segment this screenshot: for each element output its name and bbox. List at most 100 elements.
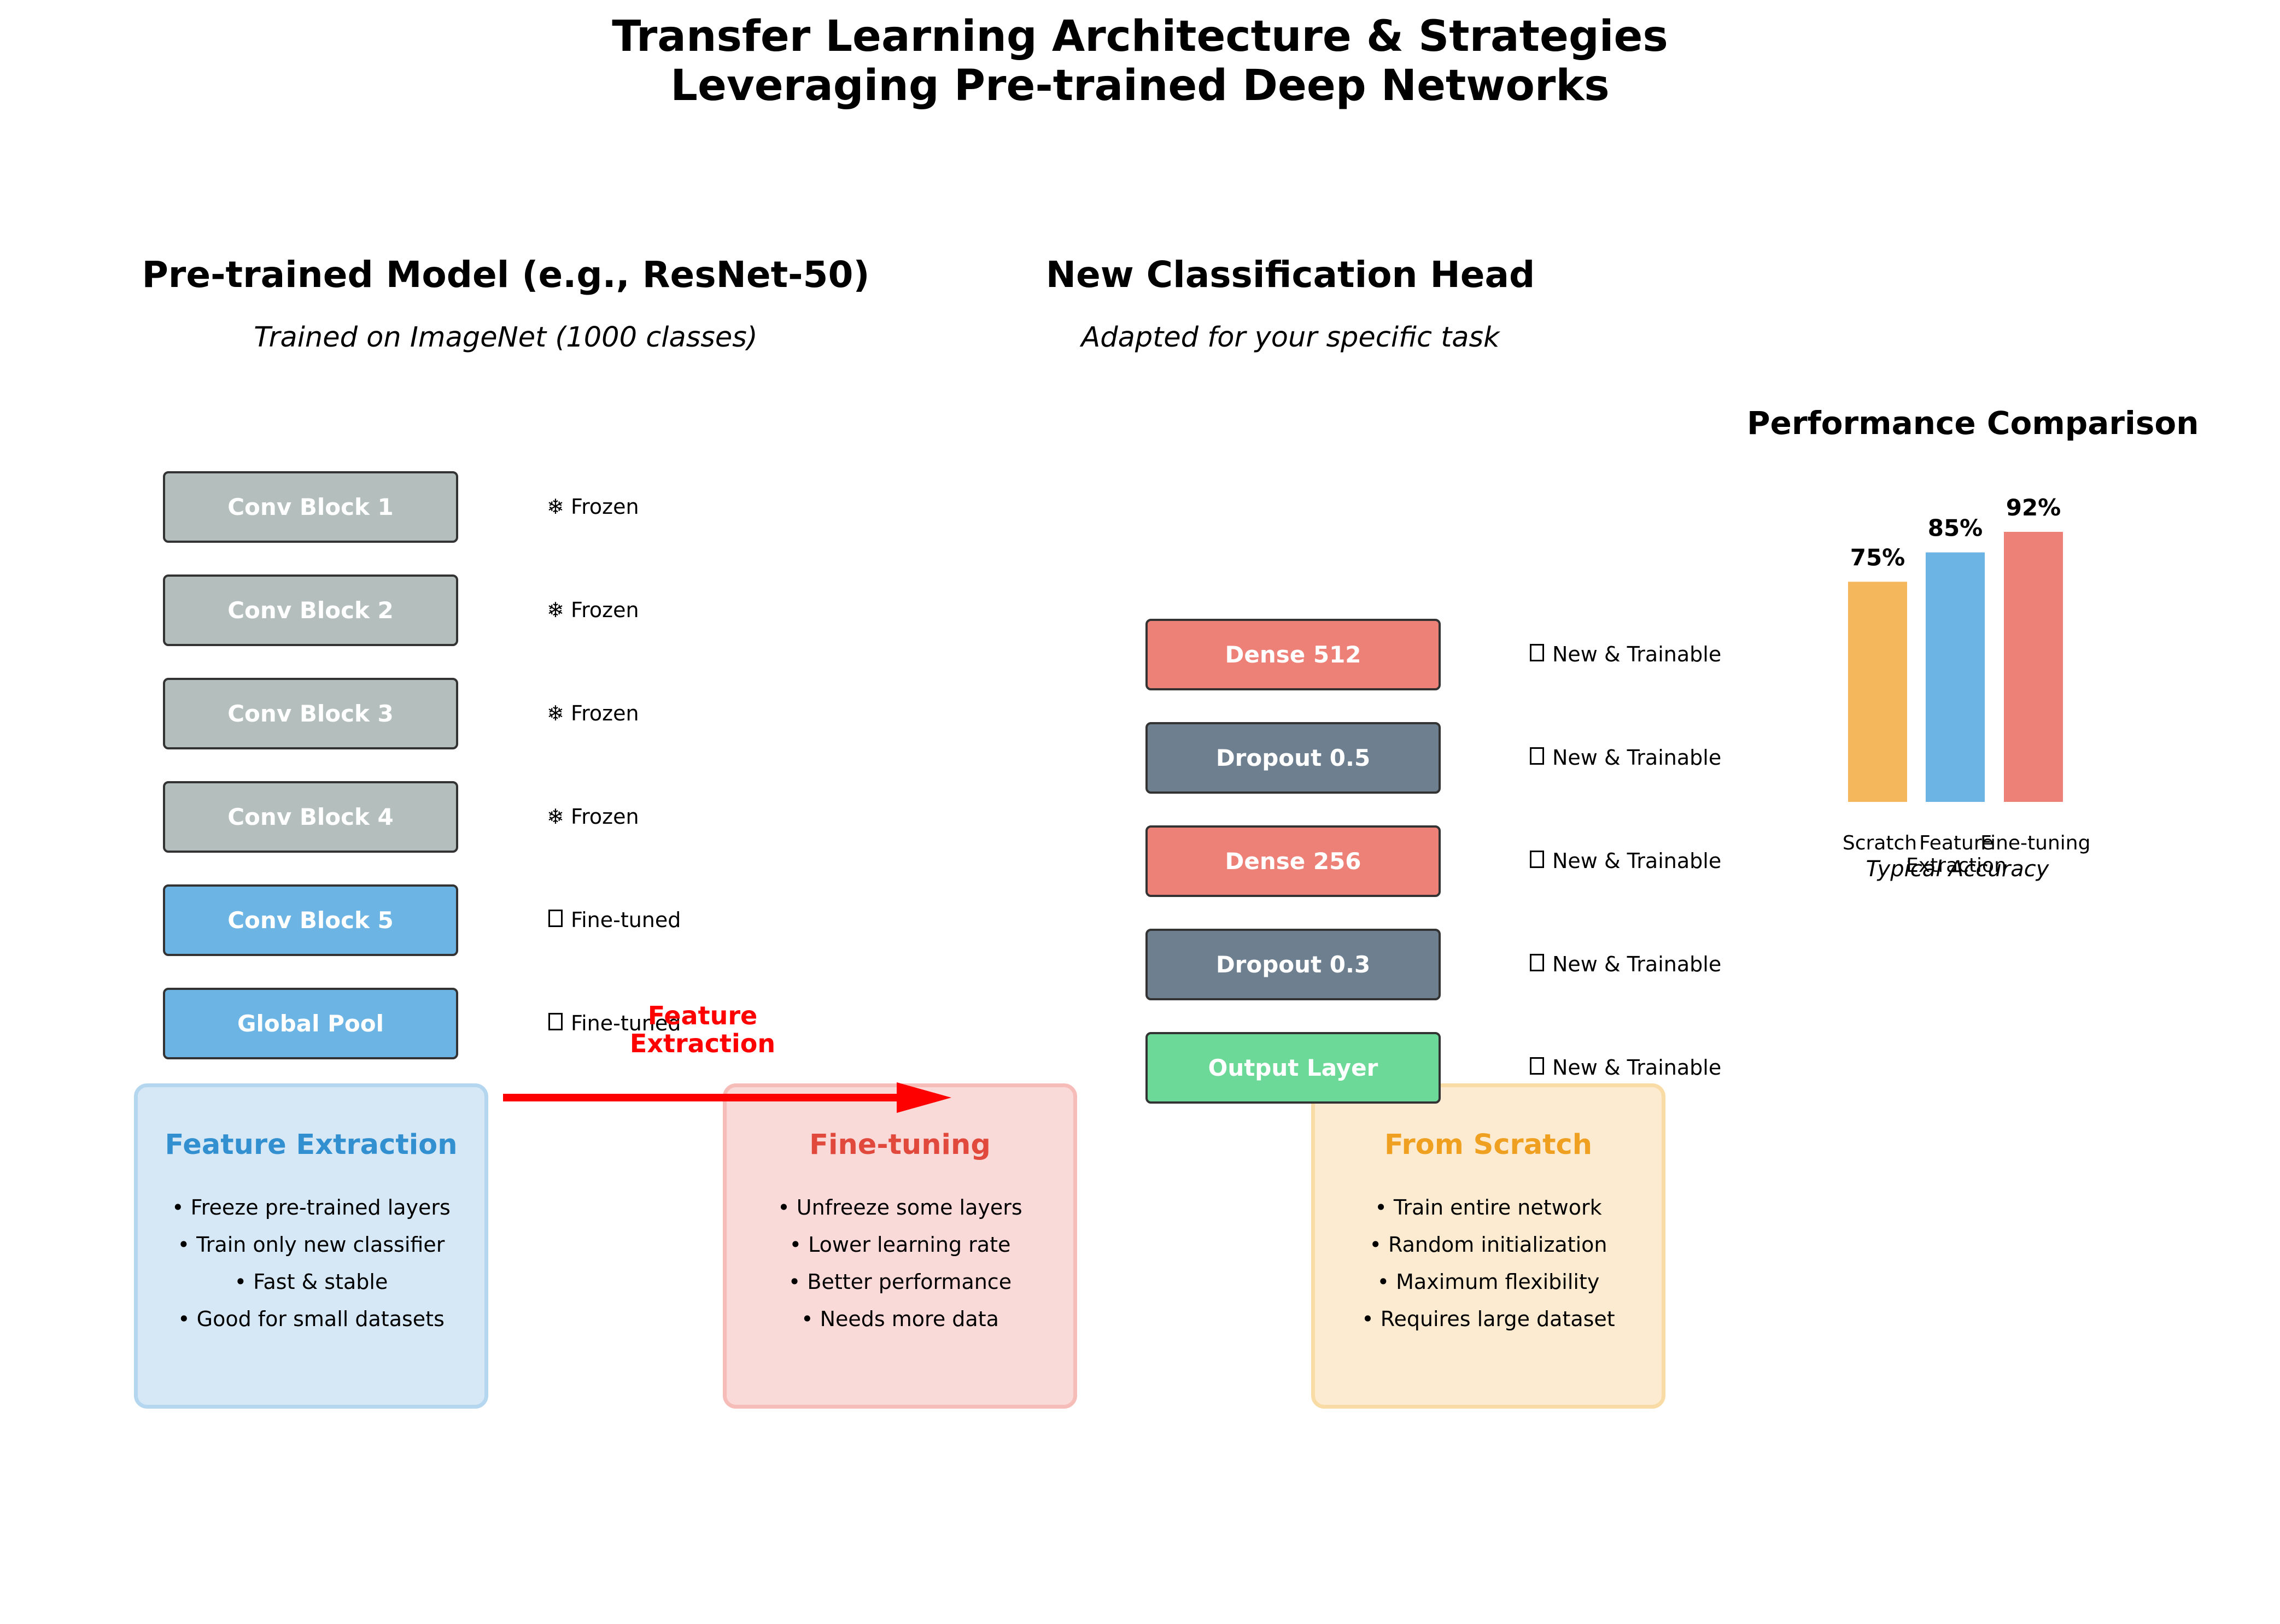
bullet-item: Fast & stable [138,1263,484,1300]
arrow-label-line-1: Feature [647,1001,758,1030]
arrow-label-line-2: Extraction [629,1028,776,1058]
layer-label: Dense 256 [1225,848,1361,875]
bullet-item: Unfreeze some layers [727,1189,1073,1226]
strategy-title: Feature Extraction [165,1129,458,1161]
layer-global-pool: Global Pool [163,988,458,1059]
strategy-from-scratch: From Scratch Train entire network Random… [1311,1083,1665,1409]
layer-label: Dropout 0.3 [1215,951,1371,978]
strategy-feature-extraction: Feature Extraction Freeze pre-trained la… [134,1083,488,1409]
category-label-line: Extraction [1906,854,2007,877]
layer-status-fine-tuned: Fine-tuned [546,1013,681,1034]
layer-status-fine-tuned: Fine-tuned [546,910,681,930]
layer-status-frozen: ❄ Frozen [546,496,639,517]
head-subtitle: Adapted for your specific task [1081,321,1500,354]
status-label: Frozen [571,701,639,725]
strategy-bullets: Train entire network Random initializati… [1315,1189,1662,1338]
strategy-title: Fine-tuning [809,1129,991,1161]
bullet-item: Requires large dataset [1315,1300,1662,1338]
layer-label: Conv Block 2 [227,597,394,624]
layer-dropout-05: Dropout 0.5 [1145,722,1441,794]
bullet-item: Needs more data [727,1300,1073,1338]
layer-status-new: New & Trainable [1527,1057,1721,1078]
layer-conv-block-2: Conv Block 2 [163,574,458,646]
layer-status-new: New & Trainable [1527,851,1721,871]
status-label: New & Trainable [1552,642,1722,666]
pretrained-title: Pre-trained Model (e.g., ResNet-50) [142,254,870,296]
layer-status-new: New & Trainable [1527,954,1721,975]
title-line-2: Leveraging Pre-trained Deep Networks [670,61,1610,110]
pretrained-subtitle: Trained on ImageNet (1000 classes) [254,321,758,354]
layer-label: Conv Block 5 [227,907,394,934]
category-label-line: Fine-tuning [1980,832,2091,854]
bar-3 [2004,531,2063,802]
category-label-fine-tuning: Fine-tuning [1980,832,2090,854]
status-label: New & Trainable [1552,849,1722,873]
status-label: Fine-tuned [571,1011,681,1035]
status-label: New & Trainable [1552,1056,1722,1080]
missing-glyph-icon [1527,747,1547,768]
strategy-fine-tuning: Fine-tuning Unfreeze some layers Lower l… [723,1083,1077,1409]
layer-status-frozen: ❄ Frozen [546,703,639,724]
bar-1 [1848,582,1907,802]
status-label: New & Trainable [1552,746,1722,770]
bullet-item: Freeze pre-trained layers [138,1189,484,1226]
layer-label: Dropout 0.5 [1215,744,1371,771]
status-label: New & Trainable [1552,952,1722,976]
strategy-title: From Scratch [1384,1129,1593,1161]
bar-value-label: 85% [1928,515,1983,542]
layer-dense-256: Dense 256 [1145,825,1441,897]
layer-conv-block-1: Conv Block 1 [163,471,458,543]
strategy-bullets: Freeze pre-trained layers Train only new… [138,1189,484,1338]
bullet-item: Train only new classifier [138,1226,484,1263]
strategy-bullets: Unfreeze some layers Lower learning rate… [727,1189,1073,1338]
missing-glyph-icon [1527,644,1547,665]
bar-2 [1926,552,1985,802]
layer-conv-block-5: Conv Block 5 [163,884,458,956]
head-title: New Classification Head [1045,254,1535,296]
missing-glyph-icon [1527,1057,1547,1078]
category-label-line: Scratch [1842,832,1917,854]
layer-label: Global Pool [237,1010,384,1037]
category-label-scratch: Scratch [1825,832,1934,854]
missing-glyph-icon [1527,954,1547,975]
snowflake-icon: ❄ [547,598,564,622]
snowflake-icon: ❄ [547,495,564,519]
missing-glyph-icon [1527,851,1547,871]
missing-glyph-icon [546,910,565,930]
layer-status-new: New & Trainable [1527,644,1721,665]
layer-dense-512: Dense 512 [1145,619,1441,690]
arrow-label: Feature Extraction [593,1002,812,1057]
bullet-item: Maximum flexibility [1315,1263,1662,1300]
layer-status-new: New & Trainable [1527,747,1721,768]
status-label: Frozen [571,598,639,622]
performance-bar-chart: 75% 85% 92% [1848,494,2063,802]
bar-value-label: 92% [2006,494,2061,521]
bullet-item: Train entire network [1315,1189,1662,1226]
layer-output: Output Layer [1145,1032,1441,1104]
category-label-line: Feature [1919,832,1994,854]
chart-title: Performance Comparison [1747,404,2199,442]
layer-status-frozen: ❄ Frozen [546,600,639,620]
bullet-item: Lower learning rate [727,1226,1073,1263]
layer-conv-block-3: Conv Block 3 [163,678,458,749]
arrow-head [897,1082,951,1113]
status-label: Fine-tuned [571,908,681,932]
snowflake-icon: ❄ [547,701,564,725]
layer-status-frozen: ❄ Frozen [546,806,639,827]
main-title: Transfer Learning Architecture & Strateg… [0,15,2280,107]
missing-glyph-icon [546,1013,565,1034]
status-label: Frozen [571,805,639,829]
layer-label: Conv Block 4 [227,804,394,830]
feature-extraction-arrow [503,1082,951,1113]
title-line-1: Transfer Learning Architecture & Strateg… [612,12,1668,61]
bar-value-label: 75% [1850,544,1905,571]
bullet-item: Random initialization [1315,1226,1662,1263]
chart-xlabel: Typical Accuracy [1866,857,2049,882]
snowflake-icon: ❄ [547,805,564,829]
layer-label: Dense 512 [1225,641,1361,668]
layer-conv-block-4: Conv Block 4 [163,781,458,853]
layer-dropout-03: Dropout 0.3 [1145,929,1441,1000]
bullet-item: Better performance [727,1263,1073,1300]
layer-label: Output Layer [1208,1054,1378,1081]
